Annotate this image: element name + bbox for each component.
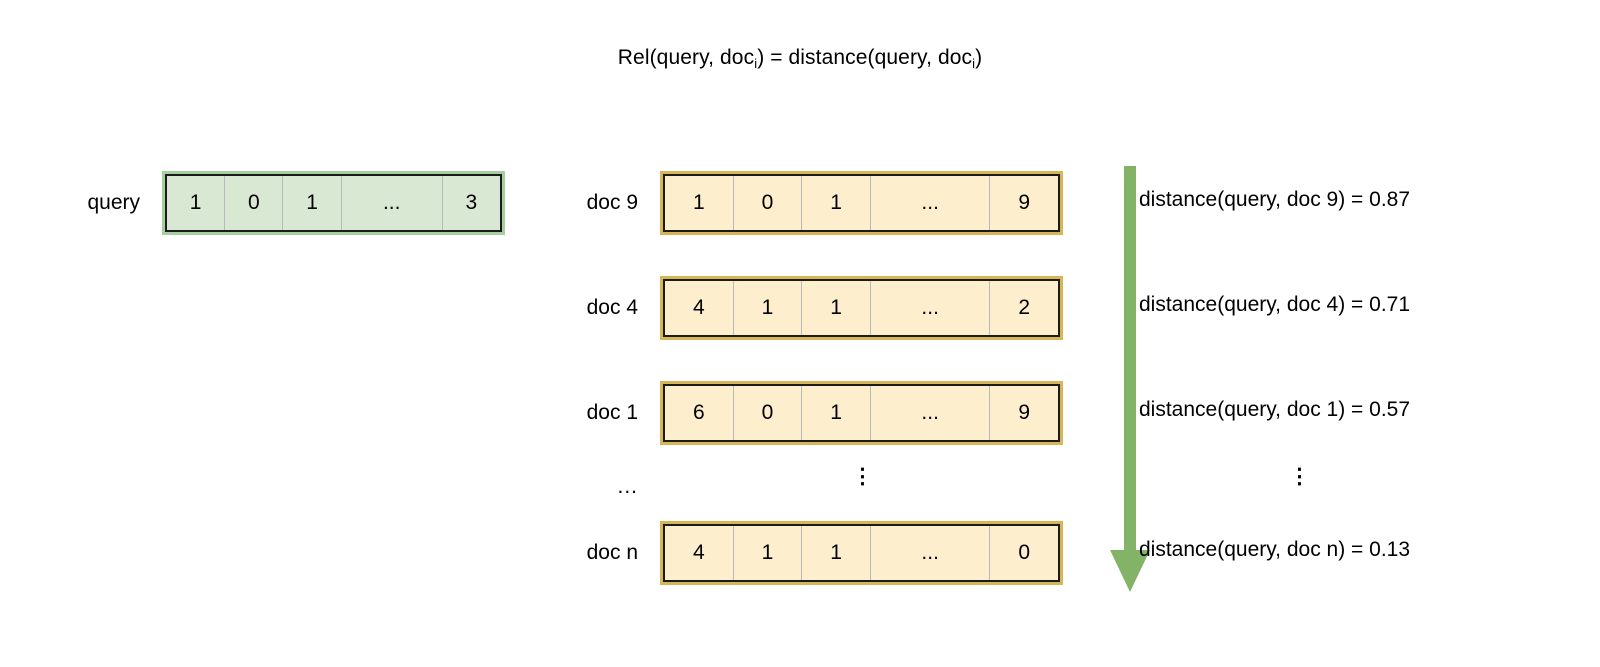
doc-cell-0: 4 <box>665 281 734 335</box>
formula-title: Rel(query, doci) = distance(query, doci) <box>0 46 1600 71</box>
query-cell-ellipsis: ... <box>341 176 443 230</box>
doc-label-ellipsis: ... <box>617 475 638 498</box>
formula-mid: ) = distance(query, doc <box>757 46 973 69</box>
doc-vector-cells: 4 1 1 ... 2 <box>663 279 1060 337</box>
formula-suffix: ) <box>975 46 983 69</box>
distance-label: distance(query, doc 4) = 0.71 <box>1139 293 1411 316</box>
doc-label: doc n <box>586 541 638 564</box>
doc-cell-2: 1 <box>802 281 871 335</box>
query-cell-0: 1 <box>167 176 226 230</box>
query-vector-box: 1 0 1 ... 3 <box>162 171 505 235</box>
doc-cell-last: 9 <box>990 176 1059 230</box>
doc-cell-1: 1 <box>733 281 803 335</box>
doc-cell-ellipsis: ... <box>870 281 991 335</box>
query-vector-cells: 1 0 1 ... 3 <box>165 174 502 232</box>
distance-label: distance(query, doc n) = 0.13 <box>1139 538 1411 561</box>
docs-vertical-ellipsis: ⋮ <box>852 465 873 488</box>
doc-vector-box: 1 0 1 ... 9 <box>660 171 1063 235</box>
doc-cell-last: 9 <box>990 386 1059 440</box>
doc-label: doc 4 <box>586 296 638 319</box>
doc-cell-1: 0 <box>733 386 803 440</box>
doc-vector-row: doc 9 1 0 1 ... 9 <box>560 170 1063 236</box>
doc-cell-last: 0 <box>990 526 1059 580</box>
distance-label: distance(query, doc 1) = 0.57 <box>1139 398 1411 421</box>
doc-vector-cells: 4 1 1 ... 0 <box>663 524 1060 582</box>
doc-cell-2: 1 <box>802 176 871 230</box>
doc-cell-last: 2 <box>990 281 1059 335</box>
query-cell-last: 3 <box>442 176 500 230</box>
doc-cell-1: 1 <box>733 526 803 580</box>
doc-label: doc 1 <box>586 401 638 424</box>
doc-vector-box: 4 1 1 ... 2 <box>660 276 1063 340</box>
distance-label: distance(query, doc 9) = 0.87 <box>1139 188 1411 211</box>
doc-vector-cells: 1 0 1 ... 9 <box>663 174 1060 232</box>
doc-vector-row: doc 4 4 1 1 ... 2 <box>560 275 1063 341</box>
doc-cell-ellipsis: ... <box>870 176 991 230</box>
doc-cell-2: 1 <box>802 386 871 440</box>
doc-cell-0: 6 <box>665 386 734 440</box>
doc-label: doc 9 <box>586 191 638 214</box>
formula-lhs: Rel(query, doc <box>617 46 755 69</box>
query-cell-2: 1 <box>283 176 342 230</box>
doc-vector-box: 4 1 1 ... 0 <box>660 521 1063 585</box>
docs-continuation-row: ... ⋮ <box>560 465 1076 515</box>
doc-cell-0: 4 <box>665 526 734 580</box>
query-vector-row: query 1 0 1 ... 3 <box>62 170 505 236</box>
doc-vector-row: doc n 4 1 1 ... 0 <box>560 520 1063 586</box>
doc-cell-ellipsis: ... <box>870 386 991 440</box>
query-label: query <box>87 191 140 214</box>
doc-vector-row: doc 1 6 0 1 ... 9 <box>560 380 1063 446</box>
formula-lhs-subscript: i <box>754 56 758 71</box>
doc-vector-box: 6 0 1 ... 9 <box>660 381 1063 445</box>
ranking-order-arrow-icon <box>1098 166 1162 594</box>
distances-vertical-ellipsis: ⋮ <box>1289 465 1310 488</box>
doc-cell-2: 1 <box>802 526 871 580</box>
formula-rhs-subscript: i <box>972 56 976 71</box>
doc-cell-ellipsis: ... <box>870 526 991 580</box>
doc-cell-0: 1 <box>665 176 734 230</box>
doc-vector-cells: 6 0 1 ... 9 <box>663 384 1060 442</box>
query-cell-1: 0 <box>225 176 284 230</box>
doc-cell-1: 0 <box>733 176 803 230</box>
